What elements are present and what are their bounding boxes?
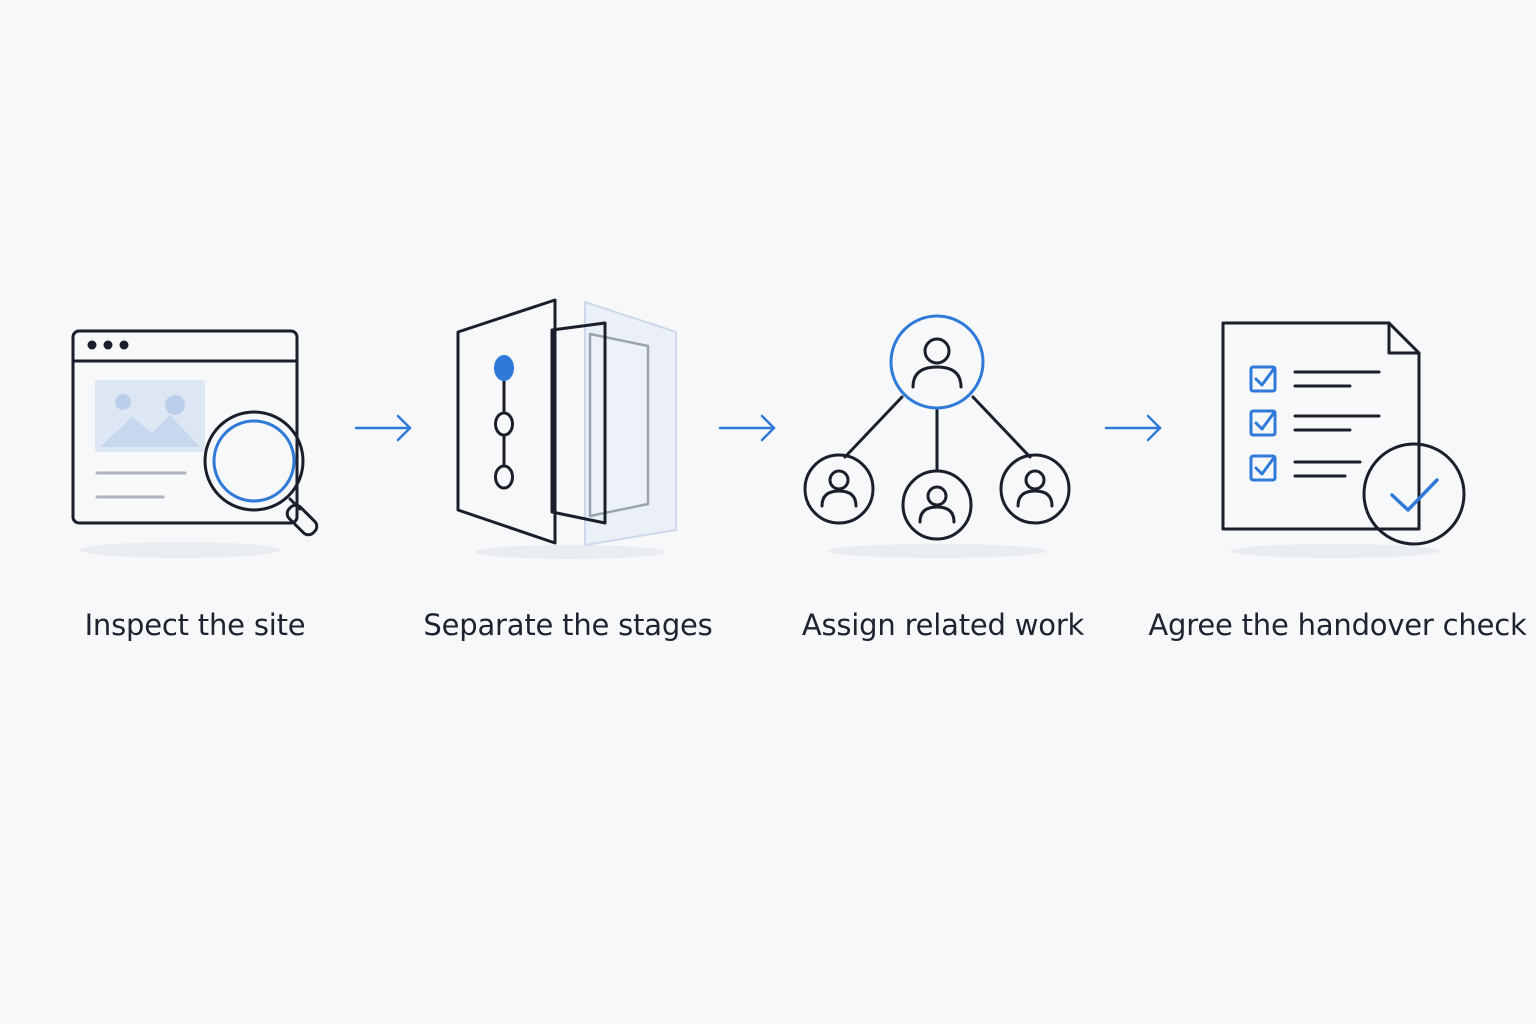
arrow-right-icon bbox=[718, 414, 776, 442]
browser-magnifier-icon bbox=[71, 329, 319, 558]
people-hierarchy-icon bbox=[803, 314, 1071, 558]
step-label-assign: Assign related work bbox=[801, 608, 1085, 642]
step-label-agree: Agree the handover check bbox=[1148, 608, 1527, 642]
arrow-right-icon bbox=[1104, 414, 1162, 442]
checklist-document-icon bbox=[1221, 321, 1466, 558]
step-label-inspect: Inspect the site bbox=[84, 608, 306, 642]
arrow-right-icon bbox=[354, 414, 412, 442]
step-label-separate: Separate the stages bbox=[423, 608, 713, 642]
stacked-panels-icon bbox=[456, 298, 677, 559]
